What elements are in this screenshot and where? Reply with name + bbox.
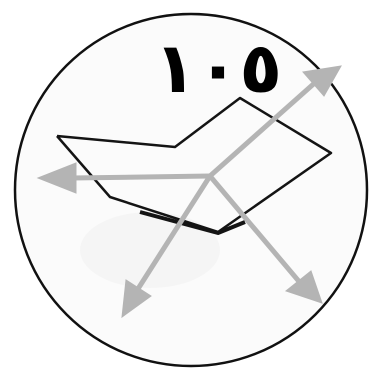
figure-label: ١٠٥	[154, 27, 282, 109]
inner-shading	[80, 212, 220, 288]
